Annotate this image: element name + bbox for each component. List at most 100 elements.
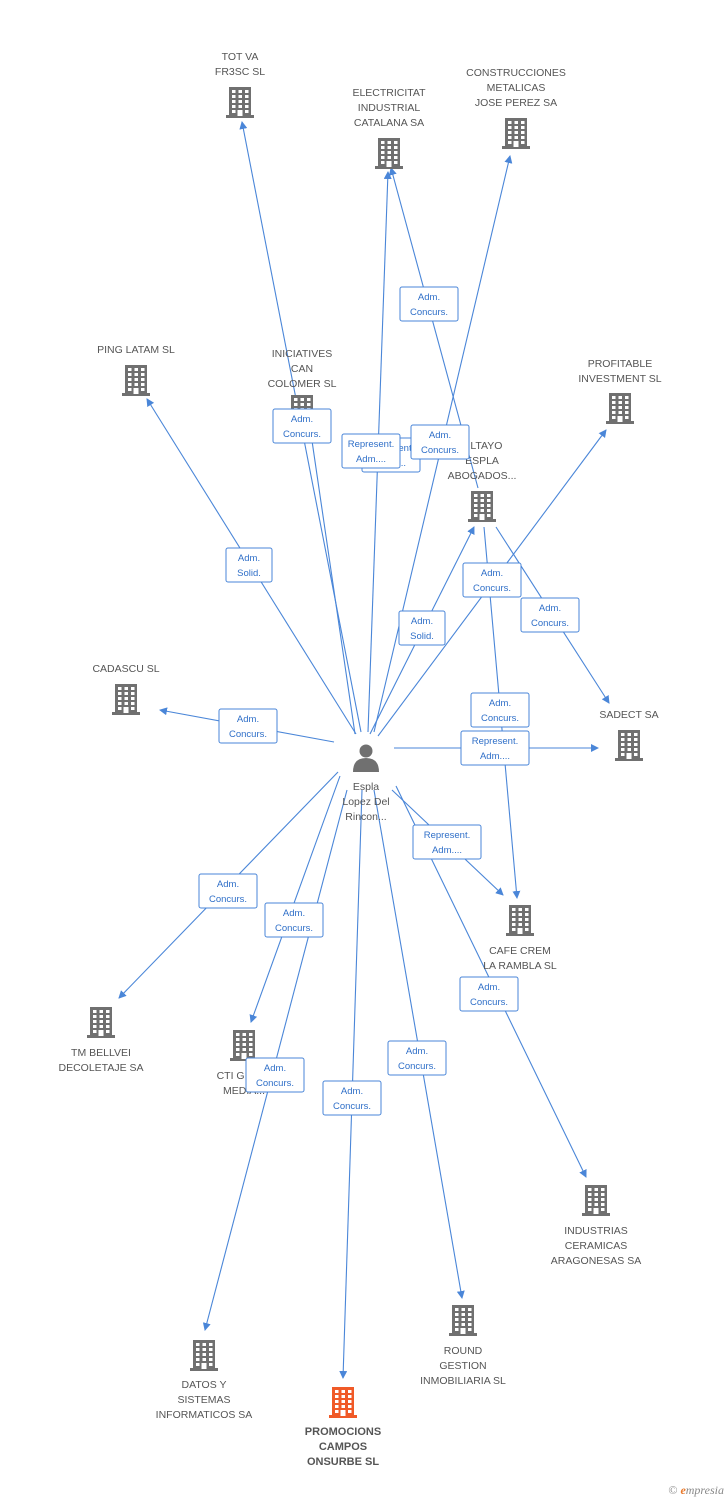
node-label: ESPLA bbox=[465, 455, 499, 467]
edge-label-text: Adm. bbox=[406, 1046, 428, 1057]
node-label: INFORMATICOS SA bbox=[156, 1409, 253, 1421]
node-label: SISTEMAS bbox=[177, 1394, 230, 1406]
edge-label-person-to-altayo[interactable]: Adm.Solid. bbox=[398, 610, 446, 646]
edge-label-box bbox=[264, 902, 324, 938]
edge-label-altayo-to-cafecrem[interactable]: Adm. Concurs. bbox=[470, 692, 530, 728]
edge-label-person-to-profitable[interactable]: Adm.Concurs. bbox=[462, 562, 522, 598]
edge-label-text: Adm. bbox=[539, 603, 561, 614]
edge-label-text: Adm.... bbox=[356, 454, 386, 465]
copyright-symbol: © bbox=[668, 1483, 678, 1497]
edge-label-person-to-cadascu[interactable]: Adm.Concurs. bbox=[218, 708, 278, 744]
edge-label-person-to-datos[interactable]: Adm. Concurs. bbox=[245, 1057, 305, 1093]
building-icon bbox=[122, 365, 150, 396]
node-label: INMOBILIARIA SL bbox=[420, 1375, 506, 1387]
edge-label-box bbox=[322, 1080, 382, 1116]
building-icon bbox=[226, 87, 254, 118]
edge-label-text: Concurs. bbox=[421, 445, 459, 456]
footer-brand[interactable]: © empresia bbox=[668, 1483, 724, 1498]
building-icon bbox=[449, 1305, 477, 1336]
building-icon bbox=[582, 1185, 610, 1216]
edge-label-box bbox=[460, 730, 530, 766]
edge-label-box bbox=[387, 1040, 447, 1076]
node-label: COLOMER SL bbox=[268, 378, 337, 390]
brand-initial: e bbox=[680, 1483, 686, 1497]
node-label: GESTION bbox=[439, 1360, 486, 1372]
edge-label-text: Adm. bbox=[291, 414, 313, 425]
company-node-sadect[interactable]: SADECT SA bbox=[599, 709, 659, 761]
node-label: TOT VA bbox=[222, 51, 259, 63]
node-label: CATALANA SA bbox=[354, 117, 424, 129]
node-label: INDUSTRIAL bbox=[358, 102, 421, 114]
edge-label-person-to-industrias[interactable]: Adm. Concurs. bbox=[459, 976, 519, 1012]
edge-label-box bbox=[462, 562, 522, 598]
building-icon bbox=[87, 1007, 115, 1038]
node-label: CAN bbox=[291, 363, 313, 375]
node-label: ROUND bbox=[444, 1345, 483, 1357]
edge-label-text: Concurs. bbox=[470, 997, 508, 1008]
edge-label-box bbox=[218, 708, 278, 744]
edge-label-person-to-pinglatam[interactable]: Adm.Solid. bbox=[225, 547, 273, 583]
edge-label-text: Concurs. bbox=[229, 729, 267, 740]
edge-label-text: Adm. bbox=[238, 553, 260, 564]
edge-label-box bbox=[520, 597, 580, 633]
node-label: DECOLETAJE SA bbox=[59, 1062, 144, 1074]
edge-label-text: Adm. bbox=[418, 292, 440, 303]
building-icon bbox=[502, 118, 530, 149]
node-label: DATOS Y bbox=[182, 1379, 227, 1391]
edge-label-person-to-promocions[interactable]: Adm.Concurs. bbox=[322, 1080, 382, 1116]
edge-label-person-to-round[interactable]: Adm.Concurs. bbox=[387, 1040, 447, 1076]
brand-name: mpresia bbox=[685, 1483, 724, 1497]
edge-label-person-to-cafecrem[interactable]: Represent.Adm.... bbox=[412, 824, 482, 860]
edge-label-text: Adm. bbox=[478, 982, 500, 993]
edge-label-person-to-iniciatives[interactable]: Adm.Concurs. bbox=[272, 408, 332, 444]
company-node-totva[interactable]: TOT VA FR3SC SL bbox=[215, 51, 265, 118]
edge-label-altayo-to-electricitat[interactable]: Adm.Concurs. bbox=[399, 286, 459, 322]
edge-label-text: Adm. bbox=[489, 698, 511, 709]
node-label: Rincon... bbox=[345, 811, 386, 823]
edge-label-box bbox=[459, 976, 519, 1012]
edge-label-person-to-construcciones[interactable]: Adm.Concurs. bbox=[410, 424, 470, 460]
node-label: ONSURBE SL bbox=[307, 1456, 379, 1468]
company-node-round[interactable]: ROUND GESTION INMOBILIARIA SL bbox=[420, 1305, 506, 1387]
edge-label-box bbox=[245, 1057, 305, 1093]
building-icon bbox=[329, 1387, 357, 1418]
building-icon bbox=[375, 138, 403, 169]
node-label: ABOGADOS... bbox=[448, 470, 517, 482]
node-label: CAMPOS bbox=[319, 1441, 367, 1453]
edge-label-text: Adm. bbox=[217, 879, 239, 890]
edge-label-person-to-sadect[interactable]: Represent.Adm.... bbox=[460, 730, 530, 766]
edge-person-to-ctigrin bbox=[249, 775, 341, 1023]
edge-label-box bbox=[412, 824, 482, 860]
edge-label-altayo-to-sadect[interactable]: Adm.Concurs. bbox=[520, 597, 580, 633]
company-node-cadascu[interactable]: CADASCU SL bbox=[92, 663, 160, 715]
building-icon bbox=[468, 491, 496, 522]
company-node-altayo[interactable]: ...LTAYOESPLAABOGADOS... bbox=[448, 440, 517, 522]
node-label: CERAMICAS bbox=[565, 1240, 627, 1252]
edge-label-box bbox=[341, 433, 401, 469]
node-label: CADASCU SL bbox=[92, 663, 159, 675]
edge-label-text: Concurs. bbox=[333, 1101, 371, 1112]
node-label: METALICAS bbox=[487, 82, 546, 94]
company-node-datos[interactable]: DATOS Y SISTEMAS INFORMATICOS SA bbox=[156, 1340, 253, 1421]
company-node-pinglatam[interactable]: PING LATAM SL bbox=[97, 344, 175, 396]
edge-label-person-to-ctigrin[interactable]: Adm.Concurs. bbox=[264, 902, 324, 938]
node-label: LA RAMBLA SL bbox=[483, 960, 557, 972]
edge-label-box bbox=[410, 424, 470, 460]
node-label: SADECT SA bbox=[599, 709, 658, 721]
edge-label-text: Solid. bbox=[410, 631, 434, 642]
node-label: FR3SC SL bbox=[215, 66, 265, 78]
edge-label-text: Concurs. bbox=[256, 1078, 294, 1089]
edge-label-text: Adm. bbox=[264, 1063, 286, 1074]
edge-label-person-to-tmbellvei[interactable]: Adm.Concurs. bbox=[198, 873, 258, 909]
edge-label-text: Concurs. bbox=[481, 713, 519, 724]
edge-label-person-to-electricitat[interactable]: Represent.Adm.... bbox=[341, 433, 401, 469]
